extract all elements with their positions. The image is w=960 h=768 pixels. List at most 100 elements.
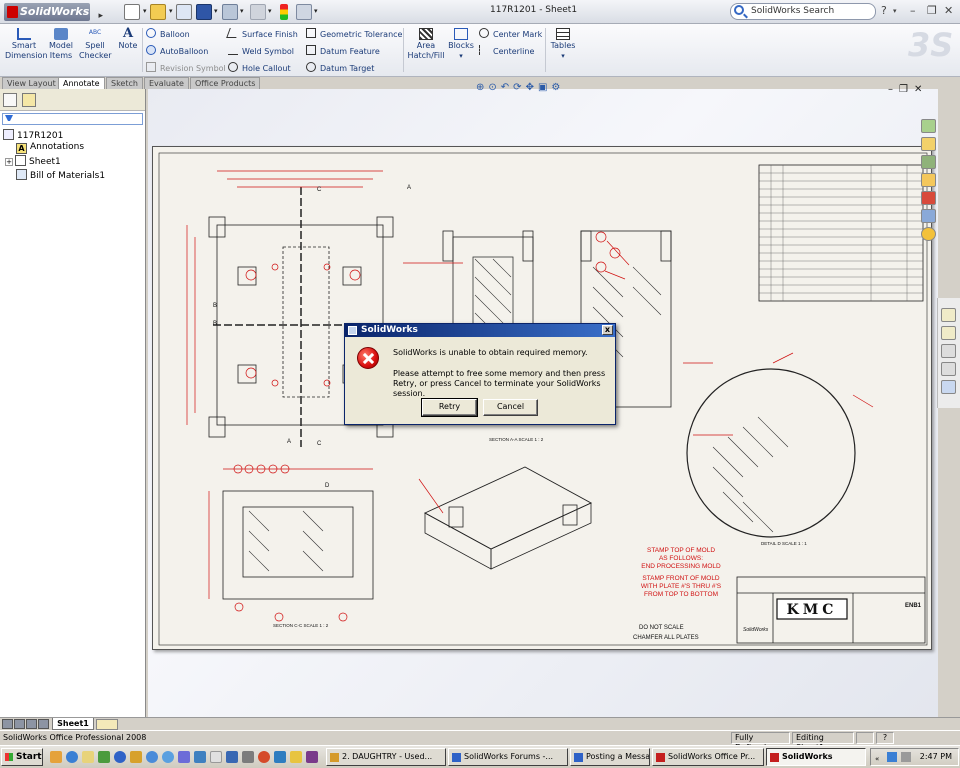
display-style-icon[interactable]: ▣ bbox=[537, 82, 552, 93]
palette-item-icon[interactable] bbox=[941, 344, 956, 358]
surface-finish-button[interactable]: Surface Finish bbox=[226, 28, 298, 39]
tree-item-sheet1[interactable]: +Sheet1 bbox=[5, 155, 61, 167]
blocks-button[interactable]: Blocks ▾ bbox=[448, 28, 474, 61]
help-icon[interactable]: ? bbox=[881, 4, 887, 17]
restore-icon[interactable]: ❐ bbox=[927, 4, 937, 17]
tree-item-drawing[interactable]: 117R1201 bbox=[3, 129, 63, 141]
options-icon[interactable] bbox=[296, 4, 312, 20]
note-button[interactable]: A Note bbox=[115, 27, 141, 51]
weld-symbol-button[interactable]: Weld Symbol bbox=[228, 45, 294, 56]
quicklaunch-icon[interactable] bbox=[162, 751, 174, 763]
expand-icon[interactable]: + bbox=[5, 158, 13, 166]
save-icon[interactable] bbox=[196, 4, 212, 20]
dialog-close-button[interactable]: x bbox=[602, 325, 613, 335]
cancel-button[interactable]: Cancel bbox=[483, 399, 538, 416]
undo-icon[interactable] bbox=[250, 4, 266, 20]
revision-symbol-button[interactable]: Revision Symbol bbox=[146, 62, 226, 73]
chevron-down-icon[interactable]: ▾ bbox=[143, 7, 147, 15]
design-library-icon[interactable] bbox=[921, 137, 936, 151]
taskbar-button-solidworks-forums[interactable]: SolidWorks Forums -... bbox=[448, 748, 568, 766]
view-settings-icon[interactable]: ⚙ bbox=[551, 82, 565, 93]
solidworks-resources-icon[interactable] bbox=[921, 119, 936, 133]
custom-properties-icon[interactable] bbox=[921, 227, 936, 241]
file-explorer-icon[interactable] bbox=[921, 155, 936, 169]
previous-view-icon[interactable]: ↶ bbox=[500, 82, 514, 93]
search-input[interactable]: SolidWorks Search bbox=[730, 3, 876, 20]
taskbar-button-solidworks[interactable]: SolidWorks bbox=[766, 748, 866, 766]
quicklaunch-icon[interactable] bbox=[210, 751, 222, 763]
property-manager-icon[interactable] bbox=[22, 93, 36, 107]
chevron-down-icon[interactable]: ▾ bbox=[240, 7, 244, 15]
solidworks-menu-button[interactable]: SolidWorks ▸ bbox=[4, 3, 103, 21]
view-palette-icon[interactable] bbox=[921, 191, 936, 205]
tree-item-bill-of-materials[interactable]: Bill of Materials1 bbox=[16, 169, 105, 181]
start-button[interactable]: Start bbox=[1, 748, 43, 766]
quicklaunch-icon[interactable] bbox=[226, 751, 238, 763]
hole-callout-button[interactable]: Hole Callout bbox=[228, 62, 291, 73]
chevron-down-icon[interactable]: ▾ bbox=[214, 7, 218, 15]
datum-target-button[interactable]: Datum Target bbox=[306, 62, 374, 73]
status-help-icon[interactable]: ? bbox=[876, 732, 894, 744]
quicklaunch-icon[interactable] bbox=[114, 751, 126, 763]
add-sheet-icon[interactable] bbox=[96, 719, 118, 730]
model-items-button[interactable]: Model Items bbox=[46, 28, 76, 61]
print-icon[interactable] bbox=[176, 4, 192, 20]
datum-feature-button[interactable]: Datum Feature bbox=[306, 45, 380, 56]
autoballoon-button[interactable]: AutoBalloon bbox=[146, 45, 208, 56]
palette-item-icon[interactable] bbox=[941, 326, 956, 340]
close-icon[interactable]: ✕ bbox=[913, 84, 929, 95]
quicklaunch-icon[interactable] bbox=[50, 751, 62, 763]
taskbar-button-posting-message[interactable]: Posting a Message - ... bbox=[570, 748, 650, 766]
chevron-down-icon[interactable]: ▾ bbox=[268, 7, 272, 15]
tab-sketch[interactable]: Sketch bbox=[106, 77, 143, 89]
quicklaunch-icon[interactable] bbox=[98, 751, 110, 763]
tab-annotate[interactable]: Annotate bbox=[58, 77, 105, 89]
center-mark-button[interactable]: Center Mark bbox=[479, 28, 542, 39]
tree-filter-input[interactable] bbox=[2, 113, 143, 125]
minimize-icon[interactable]: – bbox=[910, 4, 916, 17]
quicklaunch-icon[interactable] bbox=[290, 751, 302, 763]
quicklaunch-icon[interactable] bbox=[82, 751, 94, 763]
chevron-down-icon[interactable]: ▾ bbox=[459, 52, 463, 60]
palette-item-icon[interactable] bbox=[941, 380, 956, 394]
quicklaunch-icon[interactable] bbox=[306, 751, 318, 763]
centerline-button[interactable]: Centerline bbox=[479, 45, 534, 56]
retry-button[interactable]: Retry bbox=[421, 398, 478, 417]
rebuild-traffic-light-icon[interactable] bbox=[280, 4, 288, 20]
chevron-down-icon[interactable]: ▾ bbox=[561, 52, 565, 60]
zoom-to-fit-icon[interactable]: ⊕ bbox=[476, 82, 489, 93]
quicklaunch-icon[interactable] bbox=[274, 751, 286, 763]
previous-sheet-icon[interactable] bbox=[14, 719, 25, 729]
palette-item-icon[interactable] bbox=[941, 308, 956, 322]
taskbar-button-daughtry[interactable]: 2. DAUGHTRY - Used... bbox=[326, 748, 446, 766]
clock[interactable]: 2:47 PM bbox=[919, 752, 952, 761]
dialog-title-bar[interactable]: SolidWorks x bbox=[345, 324, 615, 337]
area-hatch-fill-button[interactable]: Area Hatch/Fill bbox=[407, 28, 445, 61]
spell-checker-button[interactable]: ABC Spell Checker bbox=[79, 28, 112, 61]
taskbar-button-solidworks-office[interactable]: SolidWorks Office Pr... bbox=[652, 748, 764, 766]
first-sheet-icon[interactable] bbox=[2, 719, 13, 729]
print-preview-icon[interactable] bbox=[222, 4, 238, 20]
chevron-down-icon[interactable]: ▾ bbox=[169, 7, 173, 15]
volume-icon[interactable] bbox=[901, 752, 911, 762]
appearances-icon[interactable] bbox=[921, 209, 936, 223]
minimize-icon[interactable]: – bbox=[888, 84, 899, 95]
folder-icon[interactable] bbox=[921, 173, 936, 187]
tab-sheet1[interactable]: Sheet1 bbox=[52, 718, 94, 730]
status-units-icon[interactable] bbox=[856, 732, 874, 744]
quicklaunch-icon[interactable] bbox=[194, 751, 206, 763]
next-sheet-icon[interactable] bbox=[26, 719, 37, 729]
close-icon[interactable]: ✕ bbox=[944, 4, 954, 17]
smart-dimension-button[interactable]: Smart Dimension bbox=[5, 28, 48, 61]
chevron-down-icon[interactable]: ▾ bbox=[893, 7, 897, 15]
tab-evaluate[interactable]: Evaluate bbox=[144, 77, 189, 89]
chevron-down-icon[interactable]: ▾ bbox=[314, 7, 318, 15]
last-sheet-icon[interactable] bbox=[38, 719, 49, 729]
tables-button[interactable]: Tables ▾ bbox=[549, 28, 577, 61]
open-folder-icon[interactable] bbox=[150, 4, 166, 20]
zoom-area-icon[interactable]: ⊙ bbox=[488, 82, 501, 93]
network-icon[interactable] bbox=[887, 752, 897, 762]
balloon-button[interactable]: Balloon bbox=[146, 28, 190, 39]
rotate-icon[interactable]: ⟳ bbox=[513, 82, 526, 93]
quicklaunch-icon[interactable] bbox=[146, 751, 158, 763]
